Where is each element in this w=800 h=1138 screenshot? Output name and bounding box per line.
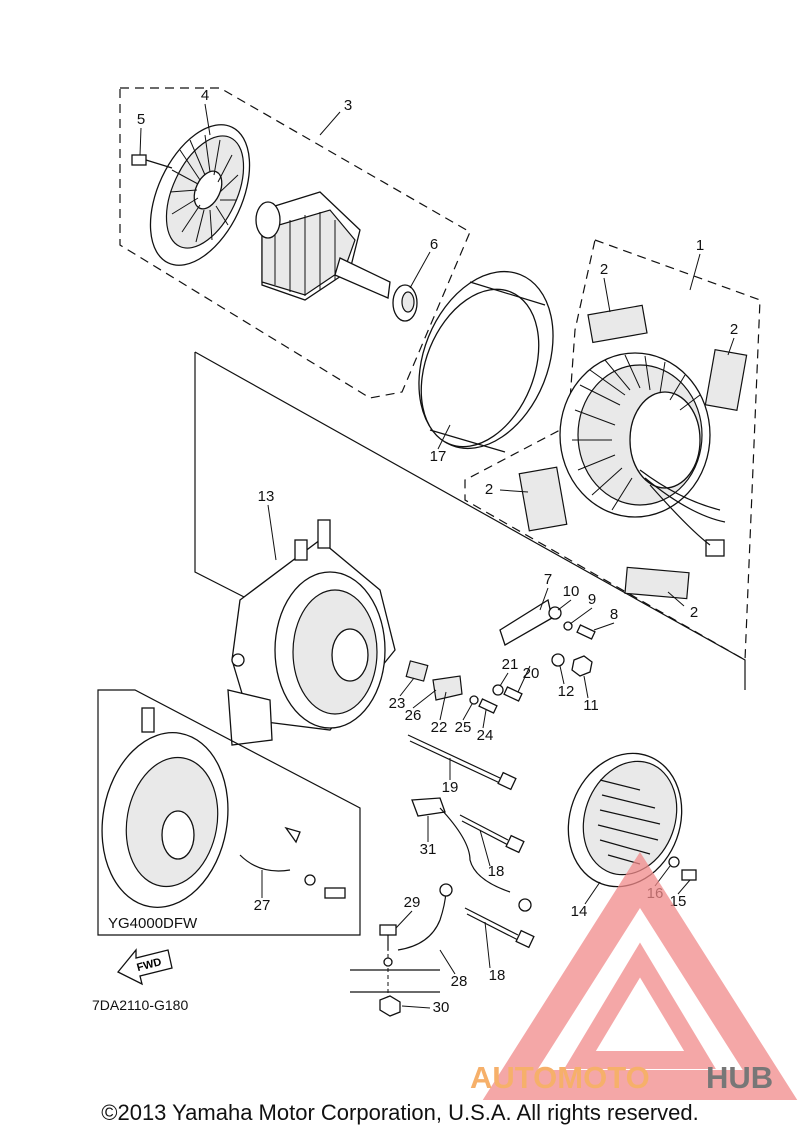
screw-20 [503,686,523,702]
nut-30 [379,995,401,1017]
screw-24 [478,698,498,714]
callout-9[interactable]: 9 [588,591,596,608]
callout-13[interactable]: 13 [258,488,275,505]
callout-2[interactable]: 2 [600,261,608,278]
bearing-6 [392,284,418,322]
watermark-brand-a: AUTOMOTO [470,1060,650,1095]
housing-outline [194,352,251,601]
pad-2d [624,566,690,600]
washer-ground [383,957,393,967]
callout-7[interactable]: 7 [544,571,552,588]
callout-25[interactable]: 25 [455,719,472,736]
callout-21[interactable]: 21 [502,656,519,673]
callout-1[interactable]: 1 [696,237,704,254]
stator-assembly-boundary [464,239,761,662]
pad-2b [704,348,748,412]
callout-23[interactable]: 23 [389,695,406,712]
inset-model-label: YG4000DFW [108,915,198,932]
callout-6[interactable]: 6 [430,236,438,253]
bolt-19 [407,734,517,791]
callout-4[interactable]: 4 [201,87,209,104]
brush-holder-26 [432,675,463,701]
callout-10[interactable]: 10 [563,583,580,600]
watermark-brand-b: HUB [706,1060,773,1095]
callout-14[interactable]: 14 [571,903,588,920]
fwd-arrow-icon: FWD [116,948,173,986]
stator-band-17 [418,270,554,453]
callout-22[interactable]: 22 [431,719,448,736]
end-cover-14 [567,752,683,888]
housing-13 [227,519,396,746]
nut-11 [571,655,593,677]
brush-holder-7 [499,598,553,646]
callout-30[interactable]: 30 [433,999,450,1016]
callout-18[interactable]: 18 [489,967,506,984]
bolt-29 [379,924,397,950]
housing-outline-top [194,351,746,690]
callout-12[interactable]: 12 [558,683,575,700]
bolt-15 [681,869,697,881]
washer-12 [551,653,565,667]
pad-2c [518,466,568,532]
callout-29[interactable]: 29 [404,894,421,911]
callout-18[interactable]: 18 [488,863,505,880]
callout-labels: 1222234567891011121314151617181819202122… [137,87,738,1016]
callout-3[interactable]: 3 [344,97,352,114]
callout-28[interactable]: 28 [451,973,468,990]
lead-31 [411,797,532,912]
callout-20[interactable]: 20 [523,665,540,682]
automotohub-logo: AUTOMOTO HUB [470,851,798,1100]
callout-26[interactable]: 26 [405,707,422,724]
ground-lead-28 [350,883,453,1000]
copyright-notice: ©2013 Yamaha Motor Corporation, U.S.A. A… [101,1100,699,1125]
bolt-5 [131,154,173,169]
callout-2[interactable]: 2 [730,321,738,338]
washer-16 [668,856,680,868]
rotor-assembly-boundary [119,87,471,399]
callout-24[interactable]: 24 [477,727,494,744]
stator [559,352,726,557]
pad-2a [587,304,648,344]
diagram-code: 7DA2110-G180 [92,997,188,1013]
bolt-18b [464,907,535,949]
callout-31[interactable]: 31 [420,841,437,858]
callout-8[interactable]: 8 [610,606,618,623]
brush-23 [405,660,429,682]
callout-11[interactable]: 11 [583,697,599,714]
rotor [255,191,391,301]
leader-lines [139,103,735,1009]
callout-2[interactable]: 2 [485,481,493,498]
bolt-18a [459,814,525,854]
callout-5[interactable]: 5 [137,111,145,128]
cooling-fan [149,124,251,266]
callout-19[interactable]: 19 [442,779,459,796]
callout-17[interactable]: 17 [430,448,447,465]
washer-21 [492,684,504,696]
washer-25 [469,695,479,705]
callout-2[interactable]: 2 [690,604,698,621]
inset-yg4000dfw: YG4000DFW [97,689,361,936]
screw-8 [576,624,596,640]
callout-27[interactable]: 27 [254,897,271,914]
